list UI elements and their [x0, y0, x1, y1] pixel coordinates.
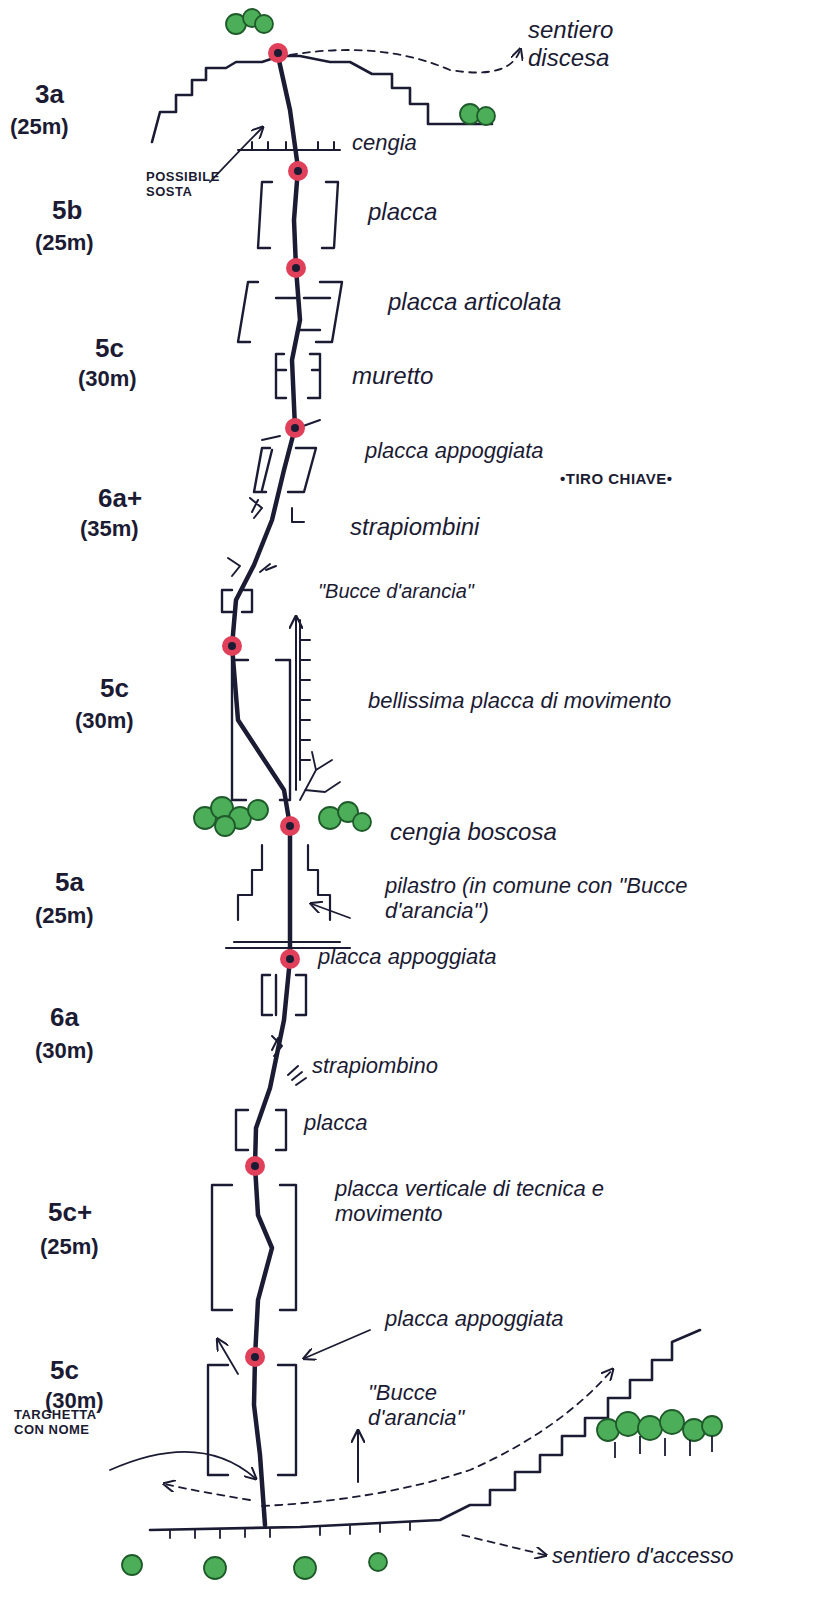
bushes — [122, 9, 722, 1579]
route-note: sentiero d'accesso — [552, 1543, 734, 1568]
route-note: •TIRO CHIAVE• — [560, 470, 673, 487]
route-note: pilastro (in comune con "Bucce d'arancia… — [385, 873, 785, 924]
variant-arrow — [295, 618, 297, 790]
pitch-grade: (25m) — [10, 114, 69, 139]
route-line — [232, 56, 300, 1525]
pitch-grade: 5b — [52, 196, 82, 226]
pitch-grade: 5c — [50, 1356, 79, 1386]
route-note: "Bucce d'arancia" — [368, 1380, 498, 1431]
pitch-grade: 5c+ — [48, 1198, 92, 1228]
route-note: placca — [368, 198, 437, 226]
variant-arrow — [357, 1432, 359, 1482]
pitch-grade: 5a — [55, 868, 84, 898]
route-note: POSSIBILE SOSTA — [146, 170, 230, 200]
route-note: placca verticale di tecnica e movimento — [335, 1176, 635, 1227]
pitch-grade: 6a — [50, 1003, 79, 1033]
route-note: placca — [304, 1110, 368, 1135]
route-note: placca appoggiata — [385, 1306, 564, 1331]
route-note: placca articolata — [388, 288, 561, 316]
route-note: strapiombini — [350, 513, 479, 541]
rock-brackets — [208, 182, 342, 1475]
route-note: sentiero discesa — [528, 16, 678, 71]
leader-arrow — [110, 1452, 255, 1478]
pitch-grade: 5c — [95, 334, 124, 364]
leader-arrow — [218, 1340, 238, 1374]
pitch-grade: (25m) — [35, 230, 94, 255]
pitch-grade: 5c — [100, 674, 129, 704]
overhang-ticks — [228, 420, 320, 1085]
route-note: "Bucce d'arancia" — [318, 580, 474, 603]
route-note: strapiombino — [312, 1053, 438, 1078]
pitch-grade: (35m) — [80, 516, 139, 541]
summit-profile — [152, 56, 492, 142]
trail — [165, 50, 612, 1555]
route-note: TARGHETTA CON NOME — [14, 1408, 102, 1438]
branches — [300, 752, 340, 800]
pitch-grade: (30m) — [35, 1038, 94, 1063]
route-note: cengia — [352, 130, 417, 155]
crack-line — [300, 620, 310, 780]
leader-arrow — [305, 1330, 370, 1358]
route-note: cengia boscosa — [390, 818, 557, 846]
pitch-grade: (30m) — [75, 708, 134, 733]
pitch-grade: (25m) — [35, 903, 94, 928]
route-note: bellissima placca di movimento — [368, 688, 671, 713]
tree-trunks — [615, 1436, 712, 1458]
route-note: placca appoggiata — [365, 438, 544, 463]
pitch-grade: (30m) — [78, 366, 137, 391]
ground — [150, 1330, 700, 1530]
pillar-steps — [226, 845, 350, 948]
belay-station — [222, 43, 308, 1367]
pitch-grade: 6a+ — [98, 484, 142, 514]
route-note: placca appoggiata — [318, 944, 497, 969]
ledge — [238, 142, 340, 150]
pitch-grade: 3a — [35, 80, 64, 110]
ground-ticks — [170, 1522, 410, 1538]
route-note: muretto — [352, 362, 433, 390]
pitch-grade: (25m) — [40, 1234, 99, 1259]
leader-arrow — [312, 904, 350, 918]
